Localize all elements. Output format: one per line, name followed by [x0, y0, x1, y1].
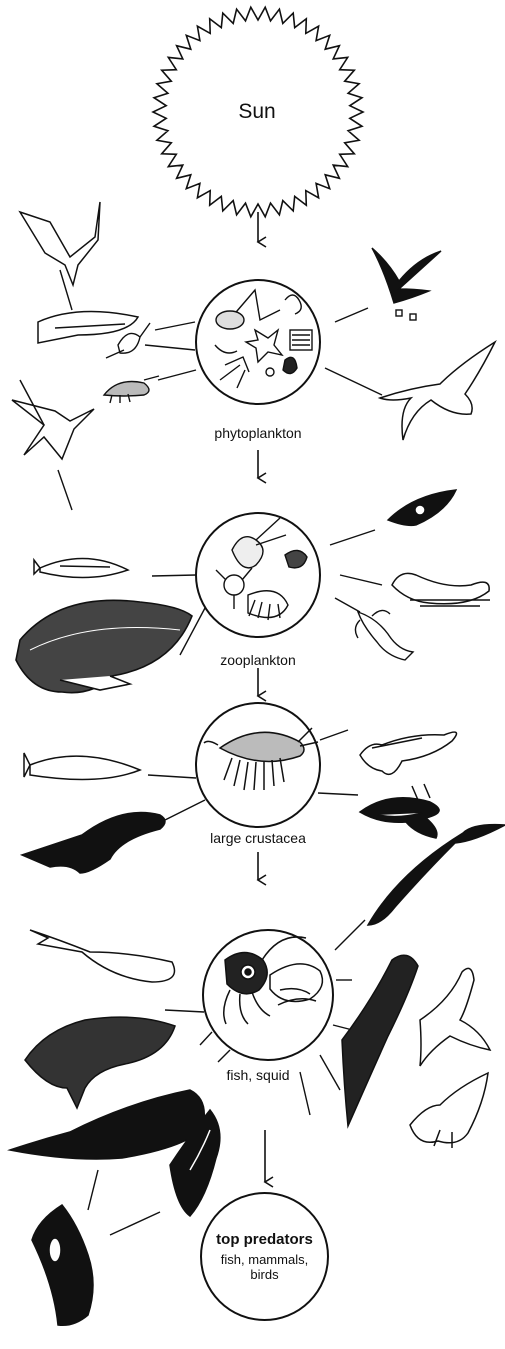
top-predators-title: top predators: [216, 1231, 313, 1248]
petrel-icon: [342, 955, 418, 1126]
tern-icon: [420, 968, 490, 1066]
penguin-icon: [360, 798, 439, 838]
tern-icon: [12, 380, 94, 459]
top-predators-node: top predators fish, mammals, birds: [200, 1192, 329, 1321]
albatross-icon: [360, 732, 457, 800]
level-circles: [196, 280, 333, 1060]
whale-icon: [25, 1017, 175, 1108]
albatross-icon: [410, 1073, 488, 1148]
zooplankton-circle: [196, 513, 320, 637]
shrimp-icon: [104, 376, 159, 403]
zooplankton-label: zooplankton: [183, 652, 333, 668]
fish-icon: [30, 930, 175, 982]
petrel-icon: [368, 825, 505, 925]
whale-icon: [16, 600, 192, 692]
petrel-icon: [372, 248, 441, 320]
sun-label: Sun: [212, 100, 302, 124]
phytoplankton-label: phytoplankton: [183, 425, 333, 441]
top-predators-subtitle: fish, mammals, birds: [221, 1252, 308, 1282]
fish-icon: [24, 753, 140, 779]
fish-icon: [34, 558, 128, 577]
fish-squid-label: fish, squid: [198, 1067, 318, 1083]
sperm-whale-icon: [10, 1090, 204, 1159]
albatross-icon: [380, 342, 495, 440]
crustacea-label: large crustacea: [183, 830, 333, 846]
lobster-icon: [355, 610, 413, 660]
orca-icon: [32, 1205, 93, 1325]
crustacea-circle: [196, 703, 320, 827]
albatross-icon: [392, 573, 490, 606]
tern-icon: [20, 202, 100, 285]
seal-icon: [22, 813, 165, 874]
penguin-icon: [388, 490, 456, 525]
